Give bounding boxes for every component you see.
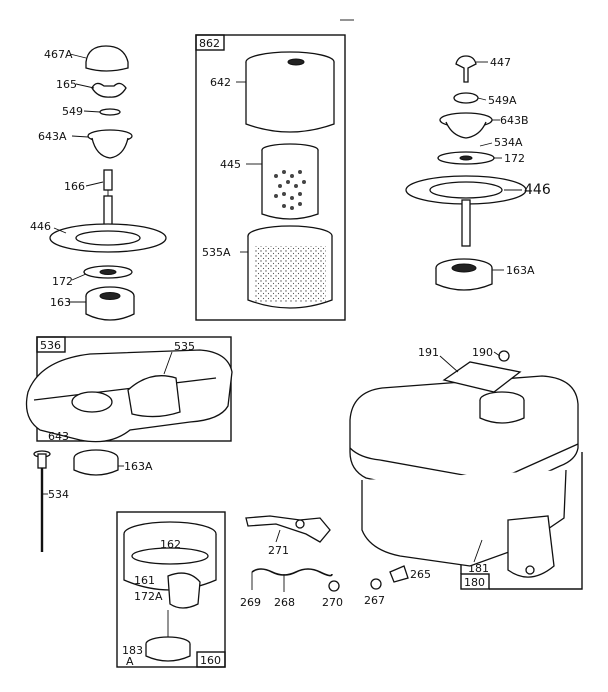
- label-268: 268: [274, 596, 295, 609]
- label-446-right: 446: [524, 182, 551, 198]
- gasket-172-right-hole: [459, 155, 473, 161]
- label-163a-lower: 163A: [124, 460, 153, 473]
- label-183-sub: A: [126, 655, 134, 668]
- nut-270: [328, 580, 340, 592]
- label-265: 265: [410, 568, 431, 581]
- element-535: [127, 375, 181, 418]
- tank-bracket: [507, 515, 555, 578]
- label-271: 271: [268, 544, 289, 557]
- plate-446-inner: [75, 230, 141, 246]
- label-172-left: 172: [52, 275, 73, 288]
- clip-265: [389, 565, 409, 583]
- label-642: 642: [210, 76, 231, 89]
- box-862-tag: [195, 34, 225, 51]
- gasket-172-hole: [99, 269, 117, 275]
- label-534: 534: [48, 488, 69, 501]
- label-446-left: 446: [30, 220, 51, 233]
- label-269: 269: [240, 596, 261, 609]
- label-270: 270: [322, 596, 343, 609]
- foam-535a-texture: [254, 246, 326, 302]
- label-160: 160: [200, 654, 221, 667]
- bowl-643: [71, 391, 113, 413]
- label-190: 190: [472, 346, 493, 359]
- cup-643b-body: [445, 121, 487, 139]
- filter-445-perforation: [274, 170, 306, 210]
- wing-nut-165: [91, 82, 127, 98]
- fuel-tank-group: 180 181 191 190: [349, 346, 583, 590]
- air-cleaner-box-862: 862 642 445 535A: [195, 34, 346, 321]
- label-643b: 643B: [500, 114, 529, 127]
- neck-163-body: [85, 296, 135, 321]
- label-535: 535: [174, 340, 195, 353]
- label-534a: 534A: [494, 136, 523, 149]
- bracket-hole: [525, 565, 535, 575]
- label-172a: 172A: [134, 590, 163, 603]
- neck-163a-lower-body: [73, 458, 119, 476]
- label-191: 191: [418, 346, 439, 359]
- nut-549a: [453, 92, 479, 104]
- box-862-frame: [195, 34, 346, 321]
- label-535a: 535A: [202, 246, 231, 259]
- box-536-tag: [36, 336, 66, 353]
- label-445: 445: [220, 158, 241, 171]
- label-447: 447: [490, 56, 511, 69]
- box-160-tag: [196, 651, 226, 668]
- label-165: 165: [56, 78, 77, 91]
- tank-filler-neck-body: [479, 400, 525, 424]
- label-643a: 643A: [38, 130, 67, 143]
- screw-447: [455, 55, 477, 83]
- screw-190: [498, 350, 510, 362]
- neck-183a-body: [145, 644, 191, 662]
- label-549: 549: [62, 105, 83, 118]
- lever-271: [245, 515, 331, 543]
- linkage-parts-group: 271 269 268 270 267 265: [240, 515, 431, 609]
- neck-163a-hole: [451, 263, 477, 273]
- cup-box-160: 160 162 161 172A 183 A: [116, 511, 226, 668]
- box-180-tag: [460, 573, 490, 590]
- label-862: 862: [199, 37, 220, 50]
- stem-right: [461, 199, 471, 247]
- element-172a: [167, 572, 201, 609]
- gasket-191: [442, 361, 522, 393]
- label-161: 161: [134, 574, 155, 587]
- washer-549: [99, 108, 121, 116]
- vent-assembly-group: 447 549A 643B 534A 172 446 163A: [405, 55, 551, 291]
- label-549a: 549A: [488, 94, 517, 107]
- cap-assembly-group: 467A 165 549 643A 166 446 172 163: [30, 45, 167, 321]
- label-536: 536: [40, 339, 61, 352]
- label-166: 166: [64, 180, 85, 193]
- cover-642-body: [245, 62, 335, 133]
- cup-161: [131, 547, 209, 565]
- plate-446-right-inner: [429, 181, 503, 199]
- label-172-right: 172: [504, 152, 525, 165]
- label-183: 183: [122, 644, 143, 657]
- filter-445-body: [261, 150, 319, 220]
- neck-163a-body: [435, 268, 493, 291]
- housing-536-seam: [33, 377, 217, 401]
- neck-163-hole: [99, 292, 121, 300]
- label-267: 267: [364, 594, 385, 607]
- label-163a: 163A: [506, 264, 535, 277]
- cover-642-hole: [287, 58, 305, 66]
- label-467a: 467A: [44, 48, 73, 61]
- lever-271-pivot: [295, 519, 305, 529]
- box-160-frame: [116, 511, 226, 668]
- dipstick-534-grip: [37, 453, 47, 469]
- label-180: 180: [464, 576, 485, 589]
- stem-166-top: [103, 169, 113, 191]
- label-163: 163: [50, 296, 71, 309]
- knob-467a: [85, 45, 129, 72]
- washer-267: [370, 578, 382, 590]
- label-643: 643: [48, 430, 69, 443]
- cup-643a-body: [91, 137, 129, 159]
- label-162: 162: [160, 538, 181, 551]
- housing-box-536: 536 535 643 163A 534: [25, 336, 233, 552]
- spring-268: [251, 568, 333, 577]
